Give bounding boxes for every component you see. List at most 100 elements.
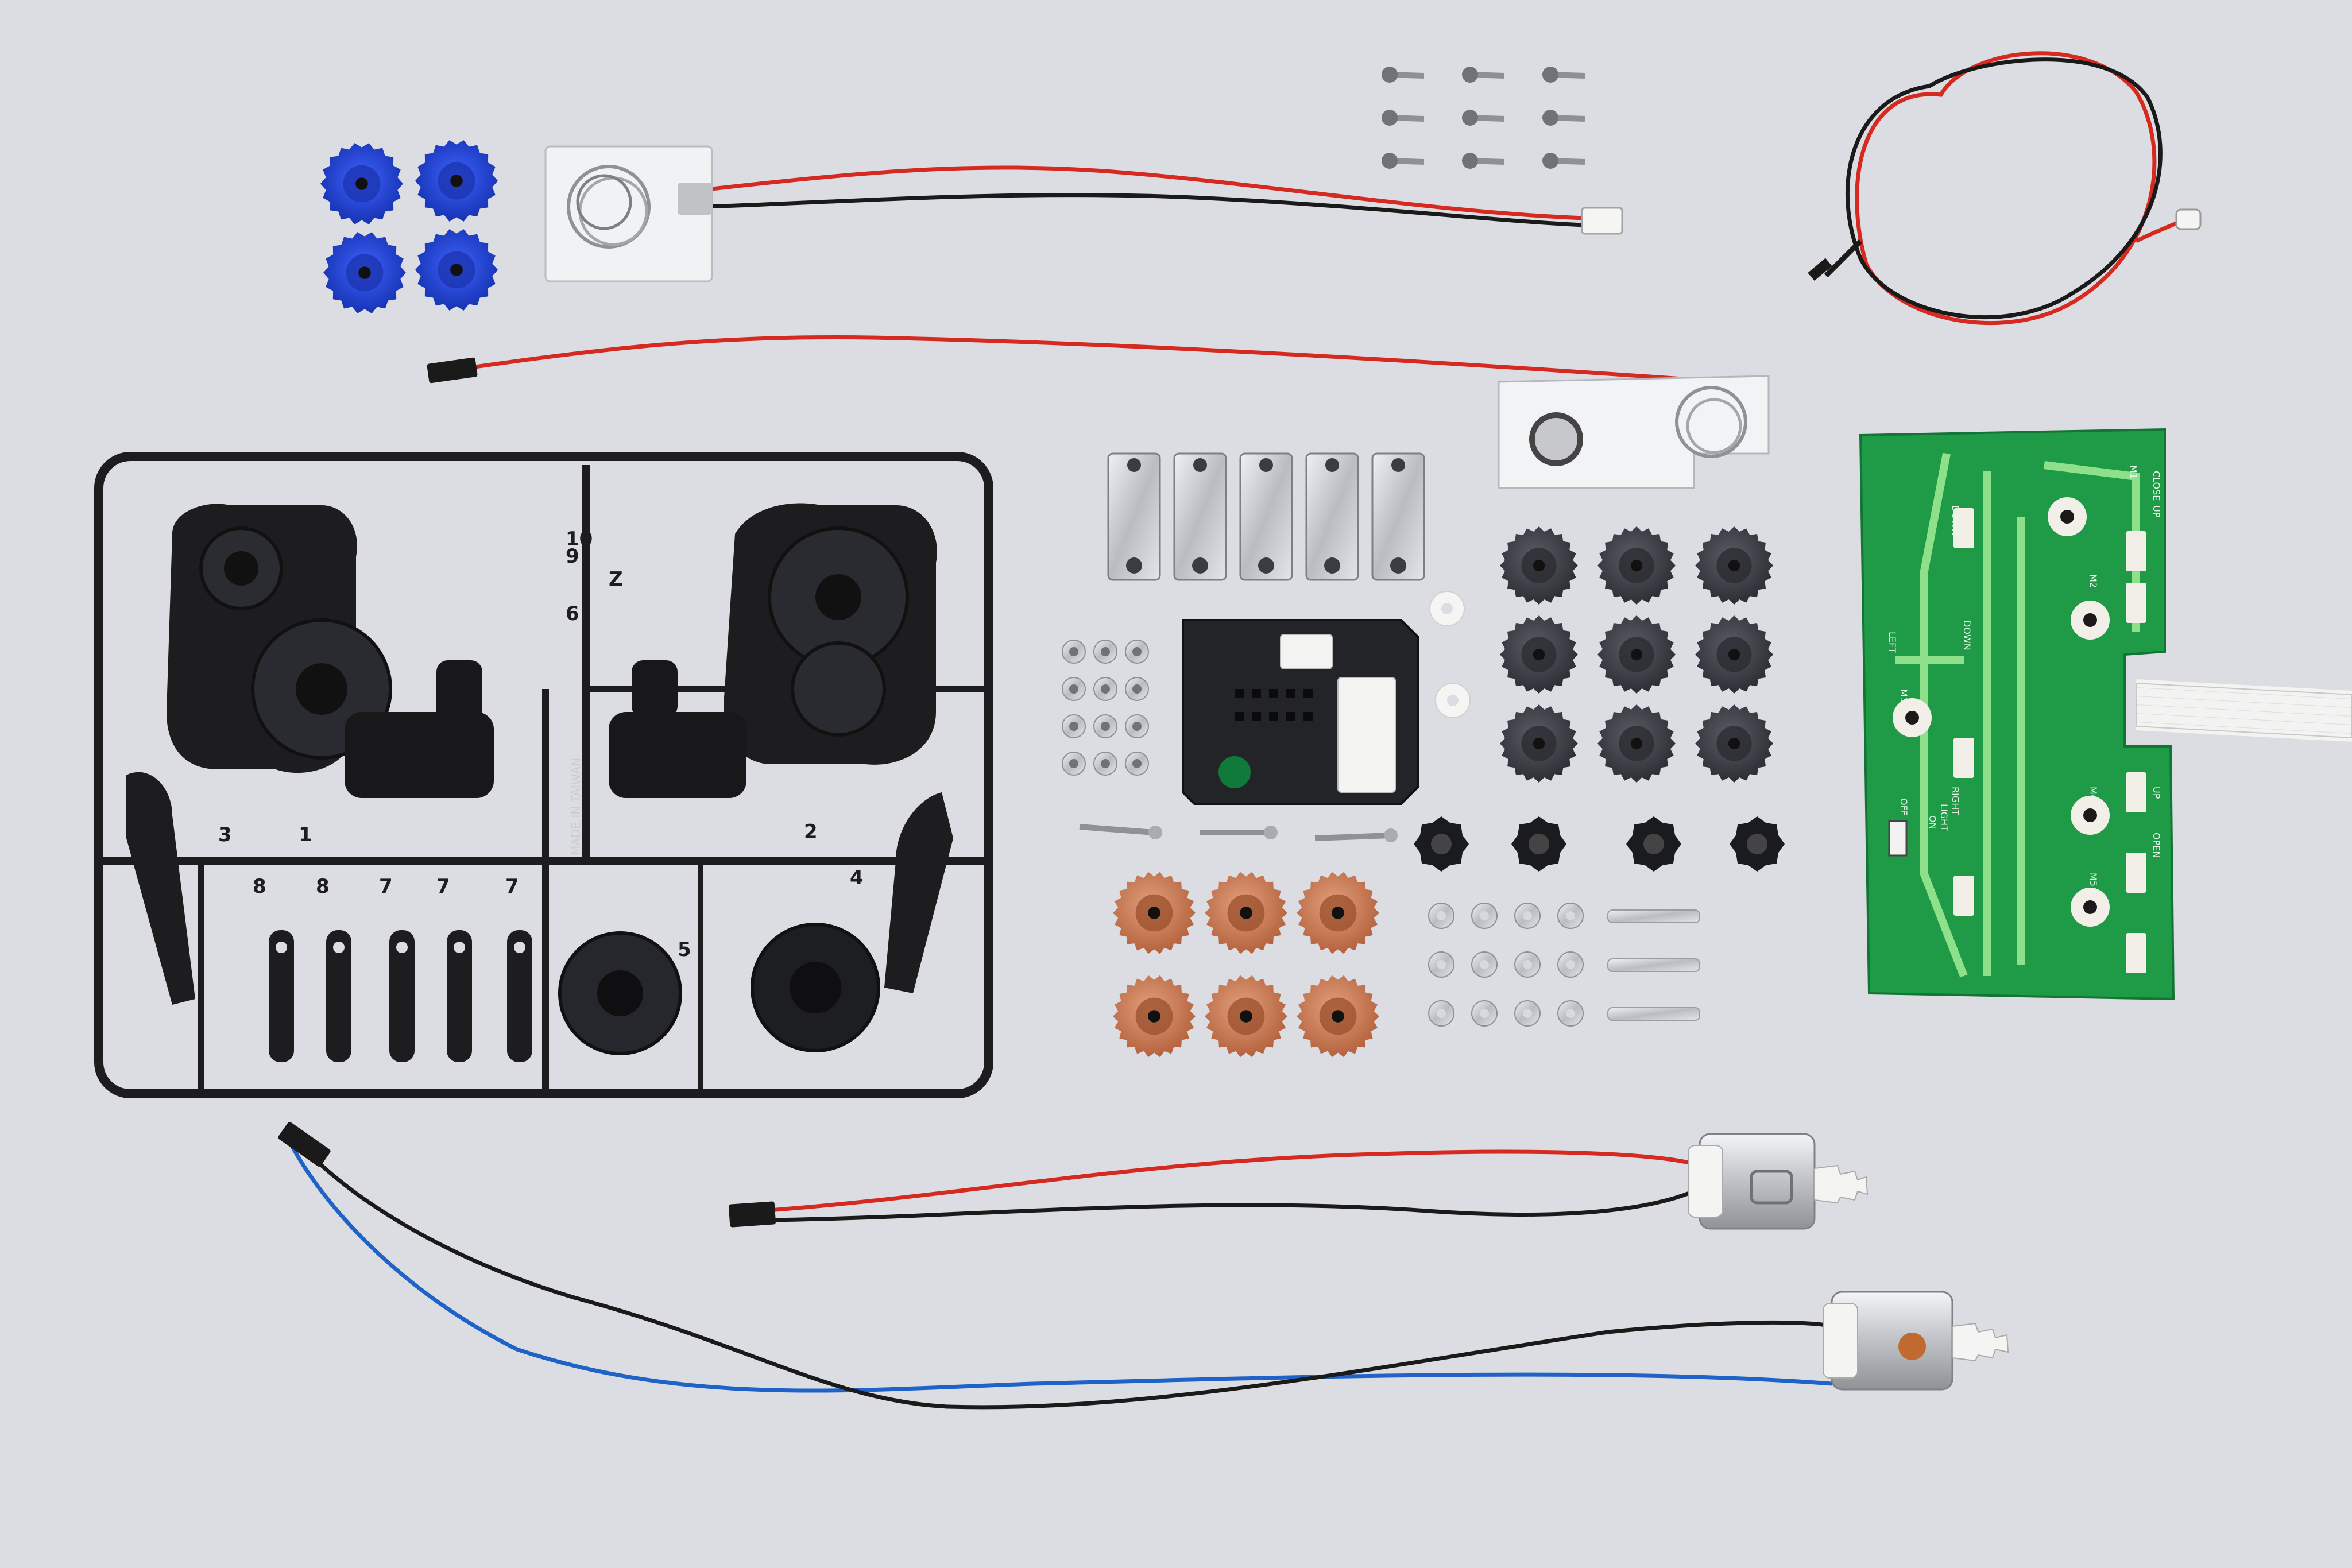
sprue-part-number: 5 (678, 938, 691, 961)
washer (1471, 1000, 1498, 1027)
hex-nut (1125, 640, 1149, 664)
pcb-label: CLOSE (2151, 471, 2162, 501)
orange-gear (1205, 872, 1287, 954)
sprue-part-number: 10 (566, 528, 593, 551)
grey-gear (1695, 615, 1773, 694)
link-arm (326, 930, 351, 1062)
battery-clip (1107, 452, 1161, 581)
blue-gear (323, 232, 406, 313)
pcb-pad (2126, 933, 2146, 973)
metal-rod-set (1607, 909, 1700, 1021)
grey-gear (1500, 704, 1578, 783)
grey-gear (1597, 704, 1676, 783)
battery-clip-set (1107, 452, 1425, 581)
motor-top (728, 1133, 1869, 1230)
wheel-hub (1414, 816, 1469, 872)
hex-nut (1125, 714, 1149, 738)
hex-nut (1093, 677, 1117, 701)
sprue-part-number: 8 (253, 875, 266, 898)
sprue-part-number: 1 (299, 823, 312, 846)
grey-gear (1597, 615, 1676, 694)
washer (1514, 951, 1541, 978)
screw (1462, 110, 1505, 126)
pcb-label: DOWN (1950, 505, 1961, 536)
screw (1542, 110, 1585, 126)
battery-contact-top (544, 145, 1623, 282)
washer (1514, 1000, 1541, 1027)
washer (1471, 903, 1498, 929)
pcb-label: DOWN (1962, 620, 1972, 651)
battery-clip (1173, 452, 1227, 581)
sprue-part-number: 8 (316, 875, 330, 898)
pcb-pad (2071, 796, 2110, 835)
sprue-part-number: 7 (436, 875, 450, 898)
motor-bottom (278, 1122, 2009, 1410)
wheel-hub (1626, 816, 1681, 872)
pcb-pad (2071, 888, 2110, 927)
screw-set (1382, 67, 1585, 169)
link-arm (389, 930, 415, 1062)
sprue-part-number: 4 (850, 866, 864, 889)
battery-clip (1371, 452, 1425, 581)
link-arm (269, 930, 294, 1062)
hex-nut (1062, 714, 1086, 738)
screw (1382, 153, 1425, 169)
hex-nut (1125, 677, 1149, 701)
screw (1382, 110, 1425, 126)
orange-gear (1297, 872, 1379, 954)
screw (1462, 153, 1505, 169)
washer (1428, 903, 1454, 929)
sprue-part-number: 7 (379, 875, 393, 898)
pcb-pad (2126, 531, 2146, 571)
pcb-label: OFF (1898, 798, 1909, 816)
battery-clip (1239, 452, 1293, 581)
pcb-pad (1953, 876, 1974, 916)
wheel-hub-set (1414, 816, 1785, 872)
pcb-label: ON (1927, 815, 1938, 830)
washer (1428, 1000, 1454, 1027)
pcb-label: M5 (2088, 873, 2099, 886)
sprue-part-number: Z (609, 568, 623, 591)
pcb-pad (1953, 738, 1974, 778)
pcb-pad (2126, 853, 2146, 893)
sprue-part-number: 2 (804, 820, 818, 843)
sprue-part-number: 6 (566, 602, 579, 625)
white-washer-set (1429, 591, 1471, 718)
pcb-label: LIGHT (1939, 804, 1949, 831)
sprue-stamp: MADE IN TAIWAN (569, 758, 583, 855)
pcb-label: M3 (1898, 689, 1909, 703)
pcb-pad (1893, 698, 1932, 737)
pcb-pad (2126, 772, 2146, 812)
pcb-label: RIGHT (1950, 787, 1961, 815)
hex-nut (1062, 640, 1086, 664)
washer (1557, 1000, 1584, 1027)
wheel-hub (1511, 816, 1566, 872)
washer (1557, 951, 1584, 978)
hex-nut (1062, 677, 1086, 701)
pcb-label: UP (2151, 505, 2162, 518)
pcb-pad (2071, 601, 2110, 640)
pcb-pad (1953, 508, 1974, 548)
washer (1471, 951, 1498, 978)
pcb-label: M1 (2128, 465, 2139, 479)
orange-gear (1205, 975, 1287, 1058)
grey-gear (1695, 526, 1773, 605)
controller-board (1182, 619, 1419, 805)
grey-gear-set (1500, 526, 1773, 783)
battery-contact-middle (427, 335, 1770, 489)
hex-nut (1125, 752, 1149, 776)
grey-gear (1500, 526, 1578, 605)
sprue-part-number: 3 (218, 823, 232, 846)
washer (1557, 903, 1584, 929)
hex-nut (1093, 714, 1117, 738)
link-arm (447, 930, 472, 1062)
orange-gear (1113, 975, 1196, 1058)
screw (1462, 67, 1505, 83)
sprue-part-number: 9 (566, 545, 579, 568)
hex-nut (1062, 752, 1086, 776)
grey-gear (1597, 526, 1676, 605)
pcb-label: OPEN (2151, 833, 2162, 858)
pcb-label: LEFT (1887, 632, 1898, 653)
